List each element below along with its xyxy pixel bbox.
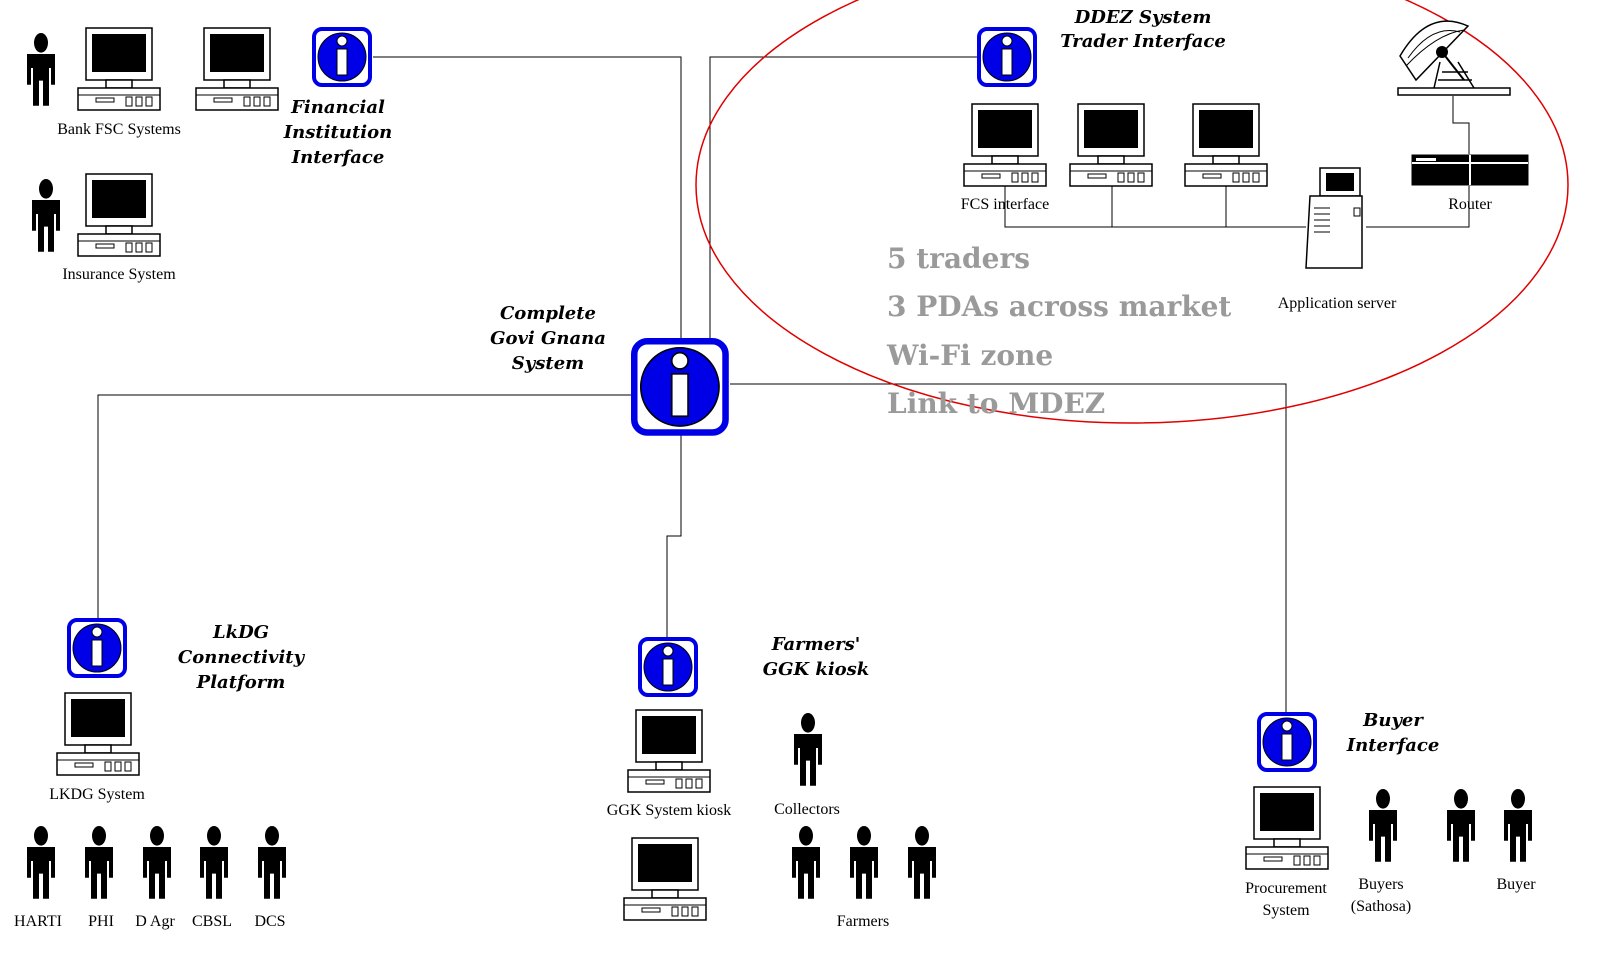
ddez-feature-4: Link to MDEZ	[887, 387, 1105, 420]
lkdg-platform-line-3: Platform	[196, 672, 286, 693]
org-label-d-agr: D Agr	[135, 913, 175, 930]
farmers-label: Farmers	[837, 913, 889, 930]
org-label-phi: PHI	[88, 913, 114, 930]
trader-computer-2-computer-icon	[1069, 103, 1153, 187]
fcs-interface-computer-icon	[963, 103, 1047, 187]
ggk-kiosk-computer-2-computer-icon	[623, 837, 707, 921]
ddez-feature-2: 3 PDAs across market	[887, 290, 1231, 323]
trader-computer-3-computer-icon	[1184, 103, 1268, 187]
procurement-line-1: Procurement	[1245, 880, 1327, 897]
phi-person-icon	[85, 826, 113, 899]
bank-user-person-icon	[27, 33, 55, 106]
buyer-interface-line-1: Buyer	[1362, 710, 1424, 731]
farmers-kiosk-line-1: Farmers'	[771, 634, 861, 655]
fcs-interface-label: FCS interface	[961, 196, 1049, 213]
farmers-kiosk-info-icon[interactable]	[638, 637, 698, 697]
buyer-interface-line-2: Interface	[1346, 735, 1440, 756]
lkdg-system-label: LKDG System	[49, 786, 145, 803]
buyers-sathosa-line-2: (Sathosa)	[1351, 898, 1411, 915]
ddez-title-line-1: DDEZ System	[1074, 7, 1212, 28]
lkdg-system-computer-icon	[56, 692, 140, 776]
farmer-2-person-icon	[850, 826, 878, 899]
ddez-feature-1: 5 traders	[887, 242, 1030, 275]
farmer-1-person-icon	[792, 826, 820, 899]
application-server-label: Application server	[1278, 295, 1397, 312]
d-agr-person-icon	[143, 826, 171, 899]
insurance-computer-icon	[77, 173, 161, 257]
complete-system-info-icon[interactable]	[634, 341, 725, 432]
lkdg-platform-line-2: Connectivity	[178, 647, 306, 668]
ggk-kiosk-label: GGK System kiosk	[607, 802, 731, 819]
procurement-computer-icon	[1245, 786, 1329, 870]
satellite-dish-icon	[1397, 20, 1511, 96]
complete-system-line-1: Complete	[500, 303, 596, 324]
procurement-line-2: System	[1262, 902, 1310, 919]
bank-computer-1-computer-icon	[77, 27, 161, 111]
financial-interface-info-icon[interactable]	[312, 27, 372, 87]
lkdg-platform-line-1: LkDG	[212, 622, 269, 643]
buyer-interface-info-icon[interactable]	[1257, 712, 1317, 772]
financial-interface-line-3: Interface	[291, 147, 385, 168]
farmer-3-person-icon	[908, 826, 936, 899]
org-label-cbsl: CBSL	[192, 913, 232, 930]
ggk-kiosk-computer-icon	[627, 709, 711, 793]
collector-person-icon	[794, 713, 822, 786]
insurance-user-person-icon	[32, 179, 60, 252]
org-label-harti: HARTI	[14, 913, 62, 930]
financial-interface-line-1: Financial	[290, 97, 385, 118]
insurance-label: Insurance System	[62, 266, 176, 283]
cbsl-person-icon	[200, 826, 228, 899]
ddez-trader-interface-info-icon[interactable]	[977, 27, 1037, 87]
ddez-title-line-2: Trader Interface	[1060, 31, 1226, 52]
harti-person-icon	[27, 826, 55, 899]
ddez-zone-ellipse	[695, 0, 1569, 424]
buyer-sathosa-person-icon	[1369, 789, 1397, 862]
application-server-icon	[1305, 167, 1363, 269]
org-label-dcs: DCS	[254, 913, 285, 930]
connection-lines	[97, 56, 1470, 712]
router-icon	[1411, 154, 1529, 186]
farmers-kiosk-line-2: GGK kiosk	[763, 659, 870, 680]
bank-fsc-label: Bank FSC Systems	[57, 121, 181, 138]
router-label: Router	[1448, 196, 1492, 213]
buyers-sathosa-line-1: Buyers	[1358, 876, 1403, 893]
buyer-label: Buyer	[1496, 876, 1536, 893]
lkdg-platform-info-icon[interactable]	[67, 618, 127, 678]
dcs-person-icon	[258, 826, 286, 899]
buyer-2-person-icon	[1504, 789, 1532, 862]
financial-interface-line-2: Institution	[283, 122, 392, 143]
ddez-feature-3: Wi-Fi zone	[886, 339, 1053, 372]
complete-system-line-2: Govi Gnana	[490, 328, 606, 349]
complete-system-line-3: System	[512, 353, 584, 374]
collectors-label: Collectors	[774, 801, 840, 818]
bank-computer-2-computer-icon	[195, 27, 279, 111]
buyer-1-person-icon	[1447, 789, 1475, 862]
